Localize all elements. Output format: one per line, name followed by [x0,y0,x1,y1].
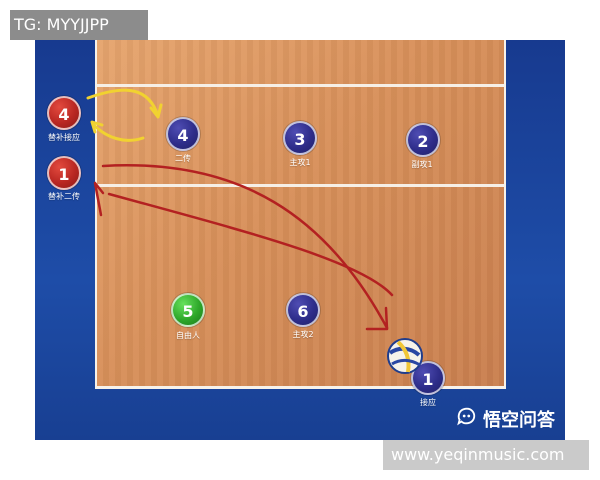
player-number: 5 [182,302,194,321]
player-5-label: 自由人 [176,331,200,340]
bottom-watermark: www.yeqinmusic.com [383,440,589,470]
player-5: 5 [171,293,205,327]
player-6-label: 主攻2 [292,330,314,339]
court-area: 4 替补接应 1 替补二传 4 二传 3 主攻1 2 副攻1 5 自由人 6 主… [35,40,565,440]
player-number: 1 [422,370,434,389]
player-2: 2 [406,123,440,157]
player-3: 3 [283,121,317,155]
court-line-top [97,84,504,87]
brand-logo: 悟空问答 [455,405,555,432]
substitute-player-1-label: 替补二传 [48,192,80,201]
wukong-qa-logo-icon [455,405,477,432]
player-number: 3 [294,130,306,149]
player-number: 4 [58,105,70,124]
substitute-player-4: 4 [47,96,81,130]
player-number: 6 [297,302,309,321]
brand-text: 悟空问答 [483,409,555,431]
volleyball-icon [386,337,424,375]
substitute-player-4-label: 替补接应 [48,133,80,142]
player-1-label: 接应 [420,398,436,407]
player-number: 1 [58,165,70,184]
player-2-label: 副攻1 [411,160,433,169]
player-number: 4 [177,126,189,145]
player-4: 4 [166,117,200,151]
player-3-label: 主攻1 [289,158,311,167]
top-watermark: TG: MYYJJPP [10,10,148,40]
substitute-player-1: 1 [47,156,81,190]
player-6: 6 [286,293,320,327]
player-number: 2 [417,132,429,151]
court-line-middle [97,184,504,187]
player-4-label: 二传 [175,154,191,163]
